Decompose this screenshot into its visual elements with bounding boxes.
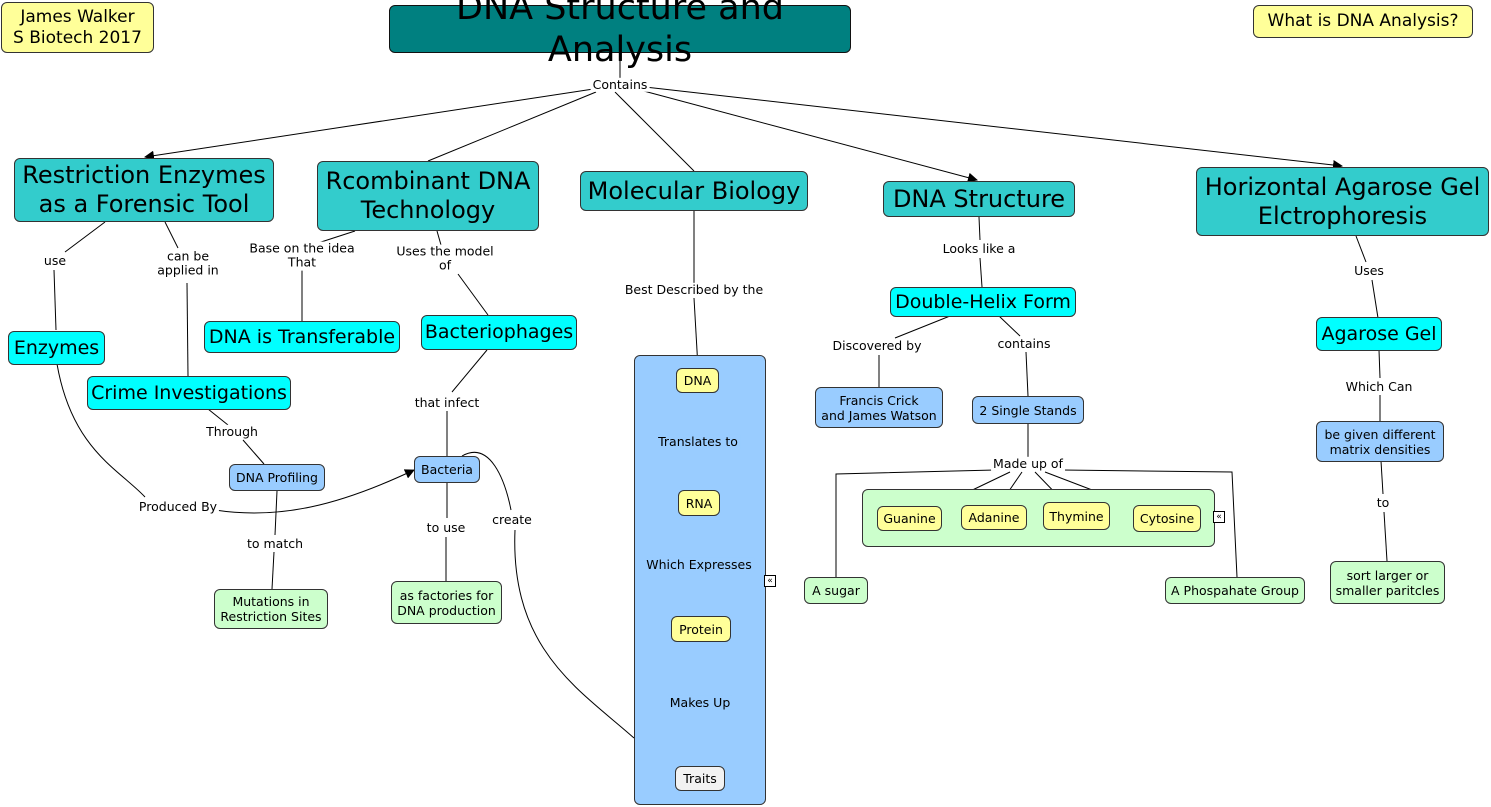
central-dogma-group — [634, 355, 766, 805]
author-note: James Walker S Biotech 2017 — [1, 2, 154, 53]
dogma-rna[interactable]: RNA — [678, 490, 720, 516]
concept-sort-particles[interactable]: sort larger or smaller paritcles — [1330, 561, 1445, 604]
link-label: Looks like a — [940, 240, 1018, 257]
link-label: Which Can — [1343, 378, 1415, 395]
link-label: can be applied in — [155, 248, 221, 279]
topic-molecular-biology[interactable]: Molecular Biology — [580, 171, 808, 211]
link-label: to match — [244, 535, 306, 552]
link-label: to — [1374, 494, 1392, 511]
link-label: Contains — [590, 76, 650, 93]
link-label: that infect — [412, 394, 482, 411]
link-label: Uses — [1352, 262, 1386, 279]
topic-restriction-enzymes[interactable]: Restriction Enzymes as a Forensic Tool — [14, 158, 274, 222]
concept-a-sugar[interactable]: A sugar — [804, 577, 868, 604]
concept-dna-profiling[interactable]: DNA Profiling — [229, 464, 325, 491]
link-label: contains — [995, 335, 1053, 352]
concept-bacteria[interactable]: Bacteria — [414, 456, 480, 483]
base-guanine[interactable]: Guanine — [877, 506, 942, 531]
base-adanine[interactable]: Adanine — [961, 505, 1027, 530]
collapse-icon[interactable]: « — [1213, 511, 1225, 523]
link-label: Through — [204, 423, 260, 440]
link-label: use — [41, 252, 69, 269]
concept-agarose-gel[interactable]: Agarose Gel — [1316, 317, 1442, 351]
base-thymine[interactable]: Thymine — [1043, 502, 1110, 530]
concept-crick-watson[interactable]: Francis Crick and James Watson — [815, 387, 943, 428]
link-label: Which Expresses — [644, 556, 754, 573]
concept-factories[interactable]: as factories for DNA production — [391, 581, 502, 624]
dogma-protein[interactable]: Protein — [671, 616, 731, 642]
link-label: Uses the model of — [394, 243, 496, 274]
concept-mutations[interactable]: Mutations in Restriction Sites — [214, 589, 328, 629]
base-cytosine[interactable]: Cytosine — [1133, 505, 1201, 532]
concept-bacteriophages[interactable]: Bacteriophages — [421, 315, 577, 350]
link-label: to use — [424, 519, 468, 536]
topic-recombinant-dna[interactable]: Rcombinant DNA Technology — [317, 161, 539, 231]
concept-matrix-densities[interactable]: be given different matrix densities — [1316, 421, 1444, 462]
concept-dna-transferable[interactable]: DNA is Transferable — [204, 321, 400, 353]
root-concept[interactable]: DNA Structure and Analysis — [389, 0, 851, 70]
dogma-traits[interactable]: Traits — [675, 766, 725, 791]
help-note[interactable]: What is DNA Analysis? — [1253, 5, 1473, 38]
link-label: Best Described by the — [622, 281, 766, 298]
topic-dna-structure[interactable]: DNA Structure — [883, 181, 1075, 217]
link-label: Produced By — [136, 498, 220, 515]
link-label: Base on the idea That — [247, 240, 357, 271]
link-label: Discovered by — [830, 337, 924, 354]
link-label: Makes Up — [667, 694, 733, 711]
concept-enzymes[interactable]: Enzymes — [8, 331, 105, 365]
topic-gel-electrophoresis[interactable]: Horizontal Agarose Gel Elctrophoresis — [1196, 167, 1489, 236]
link-label: create — [490, 511, 534, 528]
concept-crime-investigations[interactable]: Crime Investigations — [87, 376, 291, 410]
collapse-icon[interactable]: « — [764, 575, 776, 587]
dogma-dna[interactable]: DNA — [676, 368, 719, 393]
concept-phosphate[interactable]: A Phospahate Group — [1165, 577, 1305, 604]
concept-double-helix[interactable]: Double-Helix Form — [890, 287, 1076, 317]
concept-single-strands[interactable]: 2 Single Stands — [972, 396, 1084, 424]
link-label: Translates to — [656, 433, 740, 450]
link-label: Made up of — [991, 455, 1065, 472]
